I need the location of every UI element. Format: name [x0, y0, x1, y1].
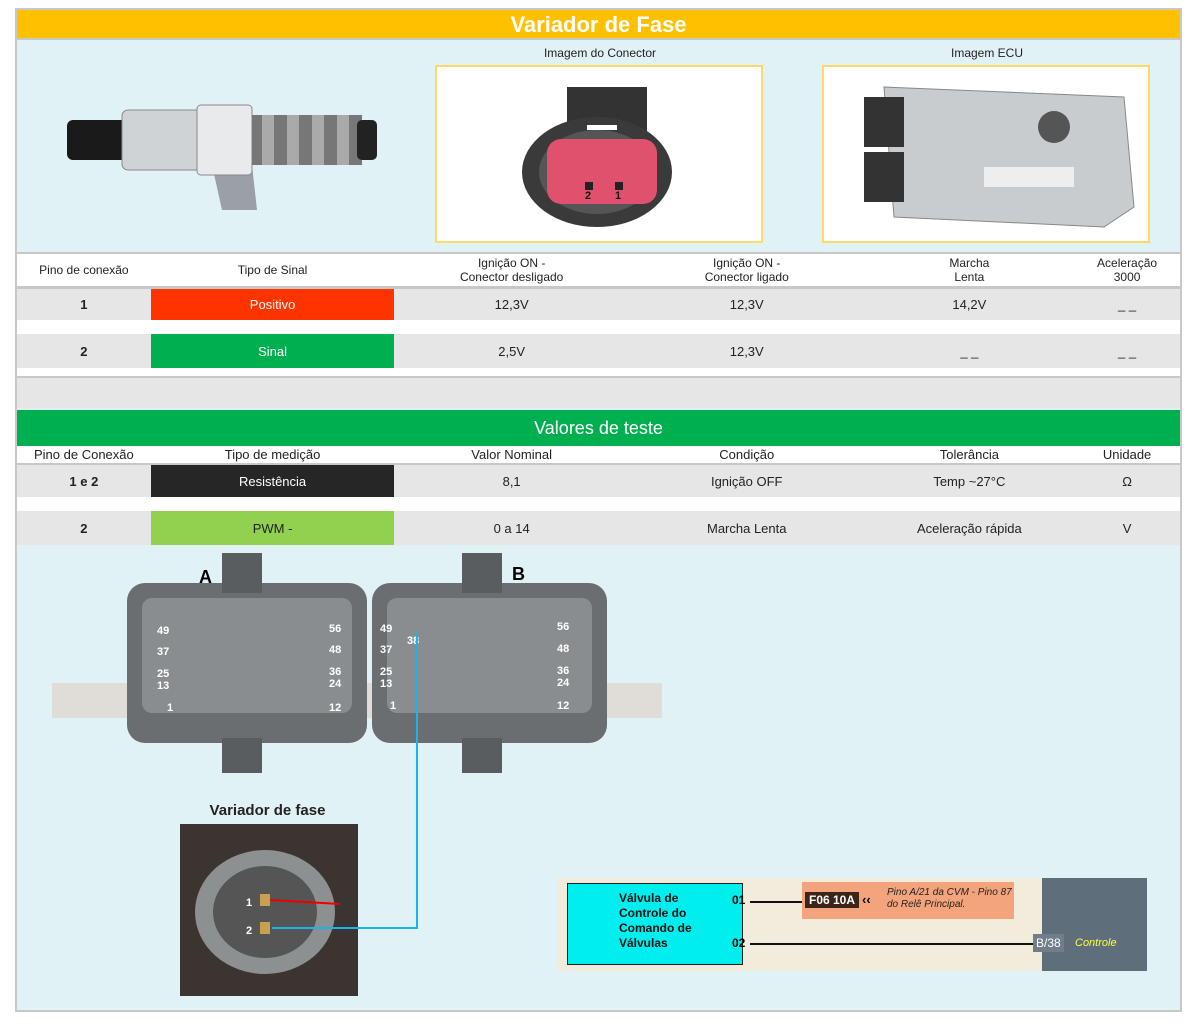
tolerance: Aceleração rápida	[916, 520, 1022, 536]
pin-label: 13	[157, 680, 169, 692]
header-measure-type: Tipo de medição	[224, 447, 321, 462]
connector-image-caption: Imagem do Conector	[543, 46, 657, 60]
header-pin: Pino de Conexão	[34, 447, 134, 462]
fuse-note: Pino A/21 da CVM - Pino 87 do Relê Princ…	[887, 887, 1012, 910]
ecu-pin-label: B/38	[1033, 934, 1064, 952]
pin: 2	[80, 343, 88, 359]
ecu-image	[822, 65, 1150, 243]
value: _ _	[960, 343, 979, 359]
pin-label: 13	[380, 678, 392, 690]
signal-row-1: 1 Positivo 12,3V 12,3V 14,2V _ _	[17, 286, 1180, 320]
pin2-label: 2	[246, 925, 252, 937]
page-title: Variador de Fase	[17, 10, 1180, 40]
value: _ _	[1118, 343, 1137, 359]
test-section-title: Valores de teste	[17, 410, 1180, 446]
header-ign-on-disconnected: Ignição ON - Conector desligado	[394, 254, 629, 286]
header-idle: Marcha Lenta	[864, 254, 1075, 286]
test-row-2: 2 PWM - 0 a 14 Marcha Lenta Aceleração r…	[17, 511, 1180, 545]
variador-photo-caption: Variador de fase	[209, 802, 326, 819]
measure-type: Resistência	[150, 465, 395, 497]
value: 14,2V	[952, 297, 987, 312]
wire-pin38	[272, 632, 418, 929]
header-condition: Condição	[719, 447, 775, 462]
variador-photo: 1 2	[180, 824, 358, 996]
header-nominal: Valor Nominal	[471, 447, 552, 462]
ecu-connector-diagram: A B 49 56 37 48 25 36 13 24 1 12 49 56 3…	[52, 553, 662, 773]
signal-type: Positivo	[150, 289, 395, 320]
pin: 1	[80, 297, 88, 312]
value: 2,5V	[498, 343, 526, 359]
header-accel-3000: Aceleração 3000	[1074, 254, 1180, 286]
condition: Marcha Lenta	[706, 520, 787, 536]
component-label: Válvula de Controle do Comando de Válvul…	[619, 891, 692, 950]
pin-label: 48	[557, 643, 569, 655]
condition: Ignição OFF	[710, 473, 783, 489]
header-unit: Unidade	[1102, 447, 1152, 462]
connector-pin-2: 2	[585, 190, 591, 202]
unit: V	[1122, 520, 1132, 536]
pin-label: 49	[380, 623, 392, 635]
pin-label: 25	[157, 668, 169, 680]
pin-label: 36	[329, 666, 341, 678]
solenoid-image	[67, 104, 377, 210]
connector-image: 2 1	[435, 65, 763, 243]
fuse-label: F06 10A	[805, 892, 860, 908]
pin02-label: 02	[732, 936, 746, 950]
pin-label: 48	[329, 644, 341, 656]
header-pin: Pino de conexão	[17, 254, 151, 286]
value: 12,3V	[729, 343, 764, 359]
value: _ _	[1118, 297, 1137, 312]
pin-label: 56	[557, 621, 569, 633]
signal-type: Sinal	[150, 334, 395, 368]
pin-label: 25	[380, 666, 392, 678]
pin-label: 12	[329, 702, 341, 714]
pin: 1 e 2	[69, 473, 99, 489]
connector-pin-1: 1	[615, 190, 621, 202]
ecu-image-caption: Imagem ECU	[950, 46, 1024, 60]
measure-type: PWM -	[150, 511, 395, 545]
test-row-1: 1 e 2 Resistência 8,1 Ignição OFF Temp ~…	[17, 463, 1180, 497]
ecu-signal-label: Controle	[1075, 937, 1117, 949]
pin-label: 1	[167, 702, 173, 714]
pin01-label: 01	[732, 893, 746, 907]
unit: Ω	[1122, 473, 1132, 489]
nominal: 8,1	[502, 473, 521, 489]
pin-label: 49	[157, 625, 169, 637]
pin: 2	[80, 520, 88, 536]
header-signal-type: Tipo de Sinal	[150, 254, 395, 286]
pin-label: 12	[557, 700, 569, 712]
value: 12,3V	[729, 297, 764, 312]
pin-label: 56	[329, 623, 341, 635]
page-frame: Variador de Fase Imagem do Conector 2 1 …	[15, 8, 1182, 1012]
pin1-label: 1	[246, 897, 252, 909]
signal-row-2: 2 Sinal 2,5V 12,3V _ _ _ _	[17, 334, 1180, 368]
value: 12,3V	[494, 297, 529, 312]
connector-b-label: B	[512, 564, 525, 584]
wiring-diagram: Válvula de Controle do Comando de Válvul…	[557, 878, 1147, 971]
pin-label: 24	[557, 677, 570, 689]
pin-label: 36	[557, 665, 569, 677]
pin-label: 1	[390, 700, 396, 712]
pin-label: 24	[329, 678, 342, 690]
tolerance: Temp ~27°C	[933, 473, 1006, 489]
nominal: 0 a 14	[493, 520, 530, 536]
header-tolerance: Tolerância	[939, 447, 999, 462]
pin-label: 37	[157, 646, 169, 658]
header-ign-on-connected: Ignição ON - Conector ligado	[628, 254, 865, 286]
pin-label: 37	[380, 644, 392, 656]
connector-a-label: A	[199, 567, 212, 587]
